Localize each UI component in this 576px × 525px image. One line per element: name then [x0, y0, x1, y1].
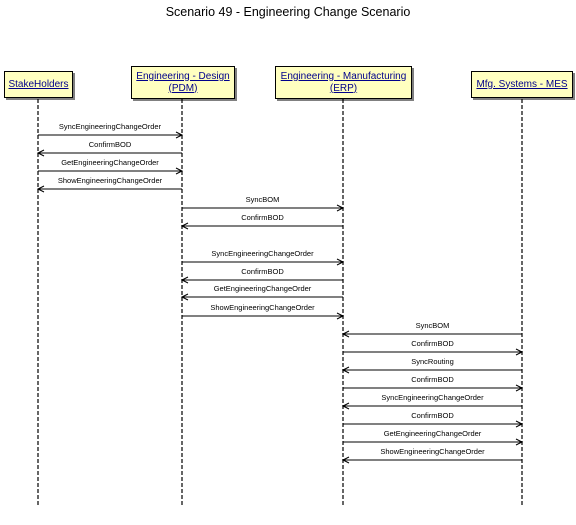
message-label-8: ConfirmBOD — [241, 267, 284, 276]
actor-engineering-manufacturing-sublabel: (ERP) — [329, 82, 358, 94]
message-arrowhead-1 — [175, 131, 184, 139]
message-label-5: SyncBOM — [246, 195, 280, 204]
message-arrowhead-17 — [515, 438, 524, 446]
message-label-14: ConfirmBOD — [411, 375, 454, 384]
diagram-title: Scenario 49 - Engineering Change Scenari… — [165, 5, 411, 19]
message-arrowhead-16 — [515, 420, 524, 428]
message-label-1: SyncEngineeringChangeOrder — [59, 122, 162, 131]
message-arrowhead-6 — [180, 222, 189, 230]
message-arrowhead-3 — [175, 167, 184, 175]
message-arrowhead-18 — [341, 456, 350, 464]
message-arrowhead-4 — [36, 185, 45, 193]
message-label-9: GetEngineeringChangeOrder — [214, 284, 312, 293]
message-label-12: ConfirmBOD — [411, 339, 454, 348]
message-label-4: ShowEngineeringChangeOrder — [58, 176, 163, 185]
actor-engineering-design: Engineering - Design (PDM) — [131, 66, 235, 99]
message-label-17: GetEngineeringChangeOrder — [384, 429, 482, 438]
message-arrowhead-14 — [515, 384, 524, 392]
actor-mfg-systems-mes-label: Mfg. Systems - MES — [476, 78, 568, 90]
actor-engineering-design-label: Engineering - Design — [136, 70, 230, 82]
message-arrowhead-12 — [515, 348, 524, 356]
message-label-16: ConfirmBOD — [411, 411, 454, 420]
message-arrowhead-8 — [180, 276, 189, 284]
message-arrowhead-5 — [336, 204, 345, 212]
actor-mfg-systems-mes: Mfg. Systems - MES — [471, 71, 573, 98]
message-label-18: ShowEngineeringChangeOrder — [380, 447, 485, 456]
message-label-11: SyncBOM — [416, 321, 450, 330]
actor-engineering-design-sublabel: (PDM) — [168, 82, 198, 94]
message-label-7: SyncEngineeringChangeOrder — [211, 249, 314, 258]
message-label-13: SyncRouting — [411, 357, 454, 366]
message-arrowhead-10 — [336, 312, 345, 320]
message-label-15: SyncEngineeringChangeOrder — [381, 393, 484, 402]
actor-stakeholders-label: StakeHolders — [8, 78, 69, 90]
message-arrowhead-2 — [36, 149, 45, 157]
message-label-10: ShowEngineeringChangeOrder — [210, 303, 315, 312]
message-arrowhead-7 — [336, 258, 345, 266]
actor-engineering-manufacturing: Engineering - Manufacturing (ERP) — [275, 66, 412, 99]
message-arrowhead-13 — [341, 366, 350, 374]
message-label-3: GetEngineeringChangeOrder — [61, 158, 159, 167]
message-arrowhead-11 — [341, 330, 350, 338]
message-arrowhead-15 — [341, 402, 350, 410]
actor-engineering-manufacturing-label: Engineering - Manufacturing — [280, 70, 407, 82]
actor-stakeholders: StakeHolders — [4, 71, 73, 98]
message-label-6: ConfirmBOD — [241, 213, 284, 222]
message-label-2: ConfirmBOD — [89, 140, 132, 149]
message-arrowhead-9 — [180, 293, 189, 301]
